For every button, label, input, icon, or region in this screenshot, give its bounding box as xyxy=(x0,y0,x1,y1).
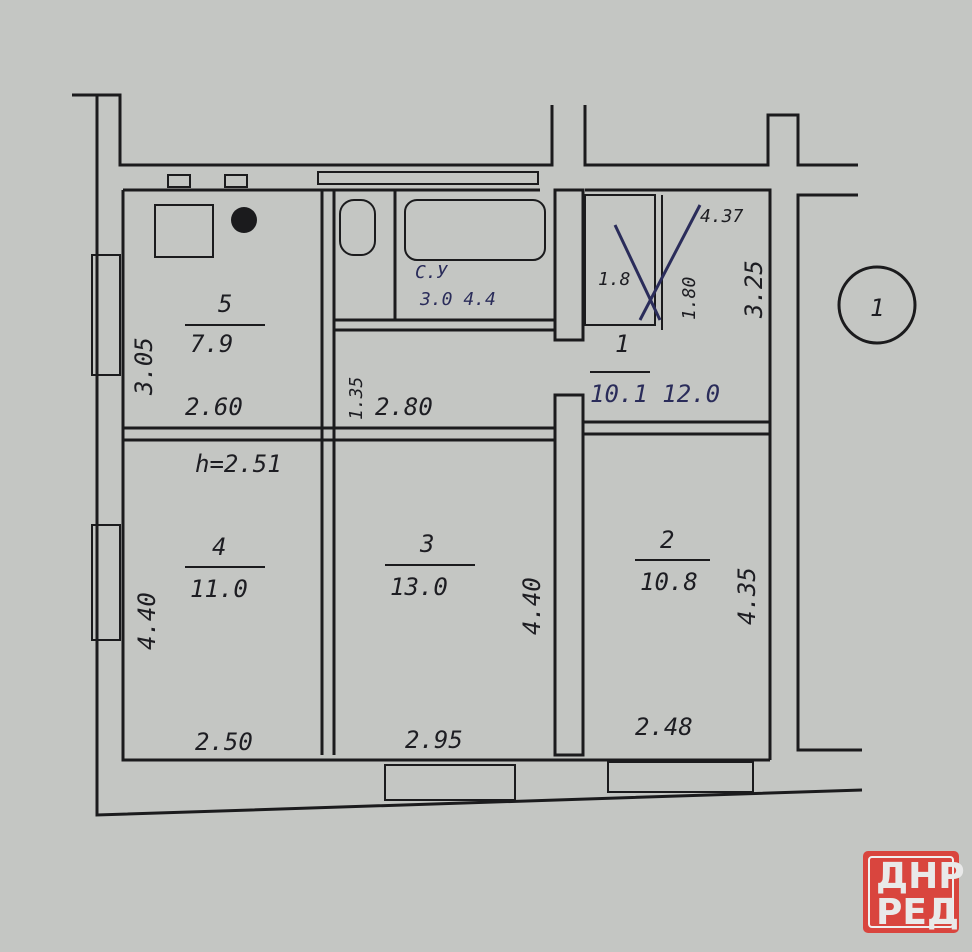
hall-length: 2.80 xyxy=(375,393,433,421)
room-1-area: 10.1 12.0 xyxy=(590,380,720,408)
room-5-number: 5 xyxy=(218,290,232,318)
room-3-number: 3 xyxy=(419,530,434,558)
section-marker xyxy=(837,265,917,345)
room-2-number: 2 xyxy=(660,526,674,554)
room-4-length: 4.40 xyxy=(133,592,161,650)
watermark-logo: ДНР РЕД xyxy=(863,851,965,933)
closet-dim-2: 4.37 xyxy=(700,206,744,227)
room-5-width: 2.60 xyxy=(185,393,243,421)
bathroom-label: С.У xyxy=(415,262,449,283)
hall-width: 1.35 xyxy=(346,377,367,420)
toilet-icon xyxy=(339,199,376,256)
watermark-line2: РЕД xyxy=(876,892,959,933)
walls xyxy=(72,93,863,817)
room-3-width: 2.95 xyxy=(405,726,463,754)
room-5-area: 7.9 xyxy=(190,330,233,358)
watermark-line1: ДНР xyxy=(876,856,965,897)
closet-area: 1.8 xyxy=(598,269,631,290)
room-2-width: 2.48 xyxy=(635,713,693,741)
room-4-area: 11.0 xyxy=(190,575,248,603)
stove-icon xyxy=(154,204,214,258)
section-marker-label: 1 xyxy=(870,294,884,322)
room-3-length: 4.40 xyxy=(518,577,546,635)
bathroom-area: 3.0 4.4 xyxy=(419,289,496,310)
room-2-length: 4.35 xyxy=(733,567,761,625)
room-4-width: 2.50 xyxy=(195,728,253,756)
room-1-depth: 3.25 xyxy=(740,260,768,319)
room-2-area: 10.8 xyxy=(640,568,698,596)
room-3-area: 13.0 xyxy=(390,573,448,601)
bathtub-icon xyxy=(404,199,546,261)
room-1-number: 1 xyxy=(615,330,629,358)
ceiling-height: h=2.51 xyxy=(195,450,282,478)
room-4-number: 4 xyxy=(212,533,226,561)
room-5-length: 3.05 xyxy=(130,337,158,396)
boiler-icon xyxy=(231,207,257,233)
closet-dim: 1.80 xyxy=(679,277,700,320)
